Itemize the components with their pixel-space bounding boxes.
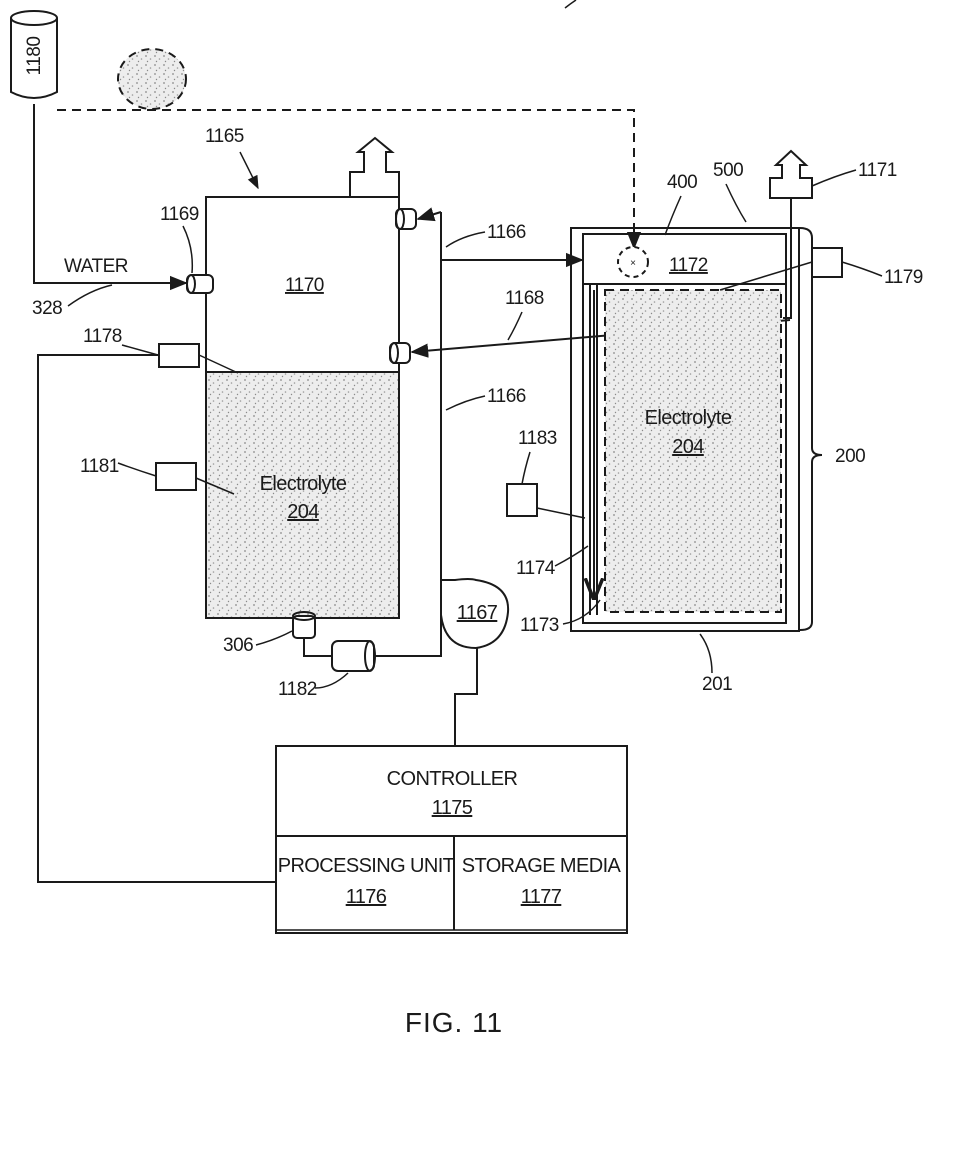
- label-200: 200: [835, 446, 865, 467]
- controller-title: CONTROLLER: [387, 768, 518, 790]
- label-1170: 1170: [285, 275, 324, 296]
- label-1172: 1172: [669, 255, 708, 276]
- leader-1166-right: [446, 396, 485, 410]
- controller-ref: 1175: [432, 797, 473, 819]
- leader-1179: [842, 262, 882, 276]
- sensor-1178: [159, 344, 199, 367]
- label-400: 400: [667, 172, 697, 193]
- leader-1182: [315, 673, 348, 688]
- storage-media-label: STORAGE MEDIA: [462, 855, 622, 877]
- label-328: 328: [32, 298, 62, 319]
- port-upper-right: [396, 209, 416, 229]
- leader-1171: [812, 170, 856, 186]
- label-500: 500: [713, 160, 743, 181]
- label-1169: 1169: [160, 204, 199, 225]
- label-1165: 1165: [205, 126, 244, 147]
- label-1181: 1181: [80, 456, 119, 477]
- right-cell: [571, 228, 799, 631]
- vent-icon-right: [770, 151, 812, 198]
- sensor-1183: [507, 484, 537, 516]
- leader-400: [665, 196, 681, 235]
- right-electrolyte-ref: 204: [672, 436, 704, 458]
- figure-caption: FIG. 11: [405, 1007, 503, 1038]
- leader-328: [68, 285, 112, 306]
- label-1182: 1182: [278, 679, 317, 700]
- leader-500: [726, 184, 746, 222]
- port-lower-right: [390, 343, 410, 363]
- left-tank: [206, 138, 399, 618]
- sensor-1179: [812, 248, 842, 277]
- leader-1169: [183, 226, 192, 273]
- label-1167: 1167: [457, 602, 498, 624]
- leader-1178: [122, 345, 158, 355]
- left-electrolyte-fill: [206, 372, 399, 618]
- label-1171: 1171: [858, 160, 897, 181]
- right-electrolyte-label: Electrolyte: [645, 407, 732, 429]
- sensor-1183-probe: [537, 508, 585, 518]
- port-1169: [187, 275, 213, 293]
- leader-1183: [522, 452, 530, 484]
- label-306: 306: [223, 635, 253, 656]
- vent-icon-left: [350, 138, 399, 197]
- processing-unit-label: PROCESSING UNIT: [278, 855, 455, 877]
- pump-control-line: [455, 648, 477, 746]
- leader-1165: [240, 152, 258, 188]
- bracket-200: [800, 228, 822, 630]
- label-1178: 1178: [83, 326, 122, 347]
- leader-1168: [508, 312, 522, 340]
- label-1166-top: 1166: [487, 222, 526, 243]
- water-label: WATER: [64, 256, 128, 277]
- label-1179: 1179: [884, 267, 923, 288]
- left-electrolyte-label: Electrolyte: [260, 473, 347, 495]
- stray-leader-line: [565, 0, 576, 8]
- drain-line: [304, 638, 332, 656]
- tank-1180: 1180: [11, 11, 57, 98]
- leader-201: [700, 634, 712, 673]
- label-1168: 1168: [505, 288, 544, 309]
- storage-media-ref: 1177: [521, 886, 562, 908]
- sensor-1181: [156, 463, 196, 490]
- port-306: [293, 612, 315, 638]
- line-1166-into-port: [418, 212, 441, 219]
- sensor-1178-probe: [199, 355, 238, 373]
- processing-unit-ref: 1176: [346, 886, 387, 908]
- leader-1166-top: [446, 232, 485, 247]
- label-1166-right: 1166: [487, 386, 526, 407]
- svg-text:×: ×: [630, 258, 636, 269]
- label-1173: 1173: [520, 615, 559, 636]
- left-electrolyte-ref: 204: [287, 501, 319, 523]
- leader-1173: [563, 600, 600, 624]
- dashed-bubble: [118, 49, 186, 109]
- label-1183: 1183: [518, 428, 557, 449]
- label-1174: 1174: [516, 558, 556, 579]
- component-1172: ×: [618, 247, 648, 277]
- label-201: 201: [702, 674, 732, 695]
- dashed-control-line: [57, 110, 634, 248]
- leader-1181: [118, 463, 156, 476]
- pump-1182: [332, 641, 375, 671]
- leader-306: [256, 631, 292, 645]
- label-1180: 1180: [24, 37, 45, 76]
